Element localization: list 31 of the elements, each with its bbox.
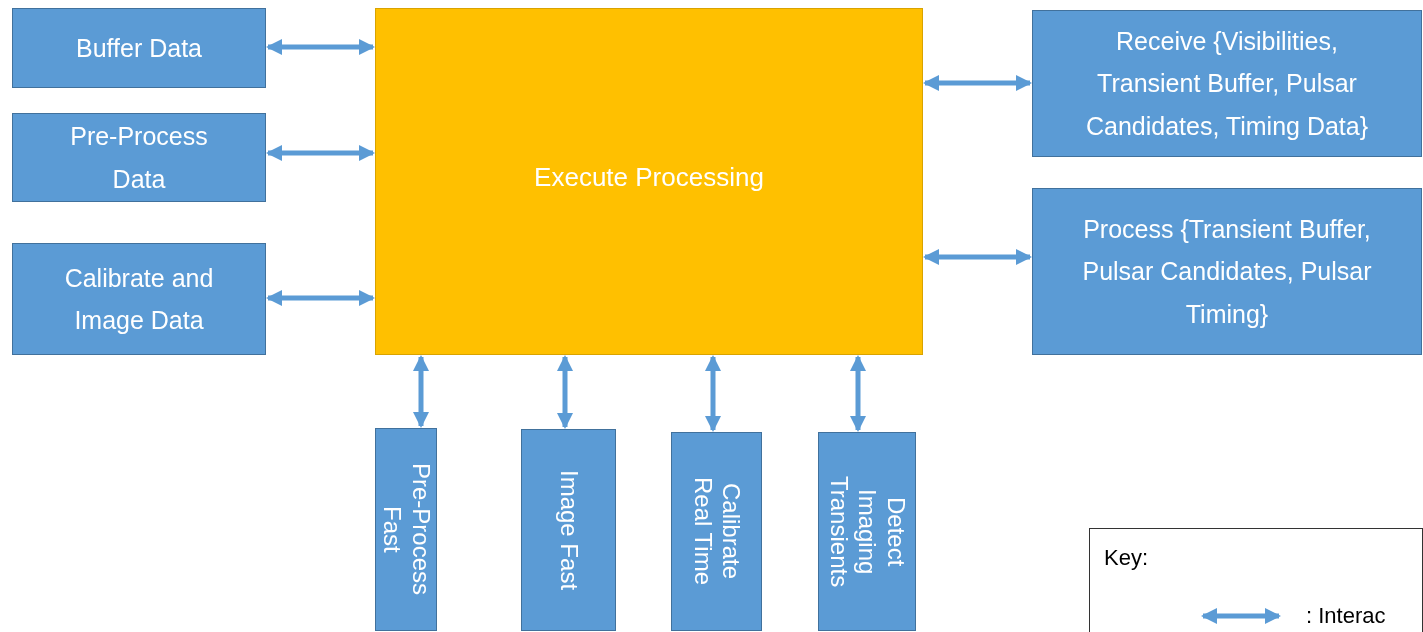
process-box: [12, 113, 266, 202]
process-box: [375, 8, 923, 355]
process-box: [1032, 188, 1422, 355]
process-box: [818, 432, 916, 631]
key-title: Key:: [1104, 544, 1149, 572]
double-arrow: [923, 249, 1032, 265]
box-label: Pre-Process Data: [69, 121, 209, 195]
box-label: Detect Imaging Transients: [824, 474, 911, 590]
double-arrow: [557, 355, 573, 429]
process-box: [12, 8, 266, 88]
double-arrow: [266, 145, 375, 161]
double-arrow: [705, 355, 721, 432]
process-box: [1032, 10, 1422, 157]
box-label: Process {Transient Buffer, Pulsar Candidates, Pulsar Timing}: [1081, 213, 1373, 330]
box-label: Pre-Process Fast: [378, 462, 435, 598]
box-label: Buffer Data: [76, 32, 202, 64]
box-label: Calibrate Real Time: [688, 476, 746, 588]
box-label: Calibrate and Image Data: [63, 262, 215, 336]
double-arrow: [923, 75, 1032, 91]
double-arrow: [413, 355, 429, 428]
process-box: [375, 428, 437, 631]
box-label: Receive {Visibilities, Transient Buffer, Pulsar Candidates, Timing Data}: [1084, 25, 1370, 142]
double-arrow: [266, 290, 375, 306]
double-arrow: [266, 39, 375, 55]
process-box: [521, 429, 616, 631]
process-box: [671, 432, 762, 631]
box-label: Execute Processing: [534, 161, 764, 195]
process-box: [12, 243, 266, 355]
double-arrow: [850, 355, 866, 432]
legend-text: : Interac: [1306, 602, 1386, 630]
box-label: Image Fast: [554, 469, 583, 590]
